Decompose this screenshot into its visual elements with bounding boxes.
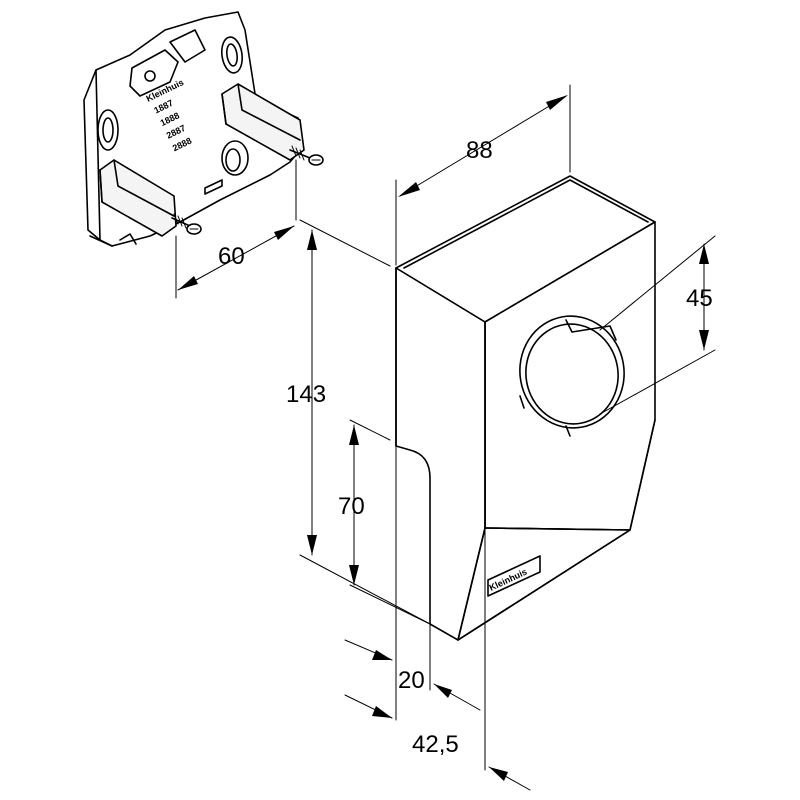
cover-box: Kleinhuis	[395, 175, 656, 641]
dimension-hole-label: 45	[686, 285, 713, 312]
screw-upper	[289, 145, 324, 166]
dimension-plate-depth-label: 60	[218, 243, 245, 270]
dimension-width-label: 88	[466, 137, 493, 164]
mounting-plate: Kleinhuis 1887 1888 2887 2888	[83, 11, 324, 247]
dimension-lower-height-label: 70	[338, 493, 365, 520]
dimension-front-offset-label: 20	[398, 667, 425, 694]
dimension-total-height-label: 143	[286, 381, 326, 408]
screw-lower	[171, 213, 202, 235]
round-opening	[519, 315, 625, 437]
dimension-lines	[175, 84, 716, 791]
dimension-total-depth-label: 42,5	[412, 731, 459, 758]
